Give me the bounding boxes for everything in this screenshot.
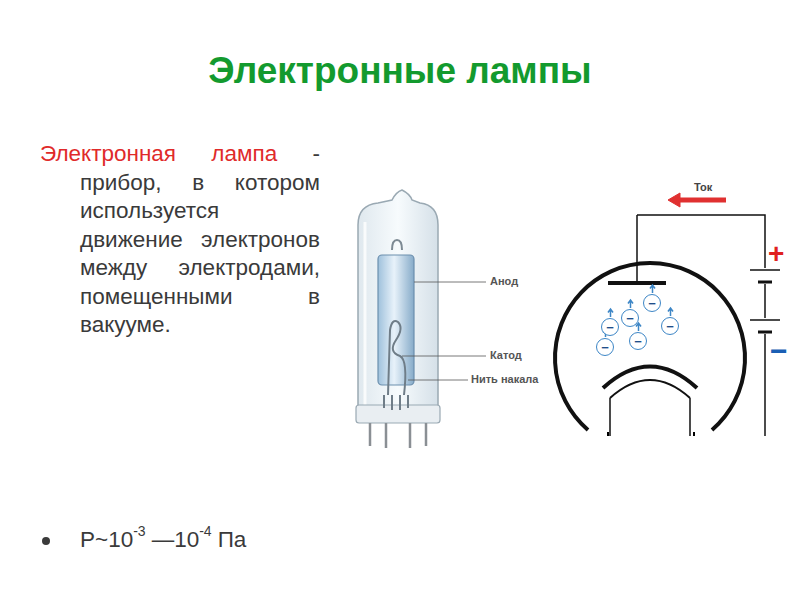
charge-sign: − bbox=[666, 320, 674, 333]
charge-sign: − bbox=[601, 341, 609, 354]
motion-arrow bbox=[628, 300, 633, 308]
electron: − bbox=[601, 318, 619, 336]
exponent: -4 bbox=[199, 523, 211, 539]
electron: − bbox=[621, 309, 639, 327]
definition-text: - прибор, в котором используется движени… bbox=[80, 141, 320, 337]
exponent: -3 bbox=[133, 523, 145, 539]
charge-sign: − bbox=[606, 321, 614, 334]
tube-drawing bbox=[356, 190, 486, 448]
definition: Электронная лампа - прибор, в котором ис… bbox=[80, 140, 320, 340]
electron: − bbox=[643, 294, 661, 312]
charge-sign: − bbox=[634, 335, 642, 348]
part-label: Анод bbox=[490, 275, 518, 287]
charge-sign: − bbox=[626, 312, 634, 325]
motion-arrow bbox=[650, 285, 655, 293]
motion-arrow bbox=[636, 323, 641, 331]
part-label: Нить накала bbox=[471, 373, 538, 385]
current-label: Ток bbox=[694, 181, 712, 193]
title: Электронные лампы bbox=[0, 50, 800, 92]
pressure-base: P~10 bbox=[80, 527, 133, 552]
electron: − bbox=[661, 317, 679, 335]
pressure-base: —10 bbox=[152, 527, 200, 552]
electron: − bbox=[596, 338, 614, 356]
motion-arrow bbox=[668, 308, 673, 316]
term: Электронная лампа bbox=[40, 141, 277, 166]
pressure: P~10-3 —10-4 Па bbox=[80, 525, 246, 553]
electron: − bbox=[629, 332, 647, 350]
motion-arrow bbox=[608, 309, 613, 317]
part-label: Катод bbox=[490, 349, 522, 361]
polarity-sign: − bbox=[770, 334, 788, 368]
charge-sign: − bbox=[648, 297, 656, 310]
schematic bbox=[555, 193, 780, 436]
polarity-sign: + bbox=[768, 238, 784, 270]
bullet-dot bbox=[42, 537, 50, 545]
unit: Па bbox=[218, 527, 247, 552]
